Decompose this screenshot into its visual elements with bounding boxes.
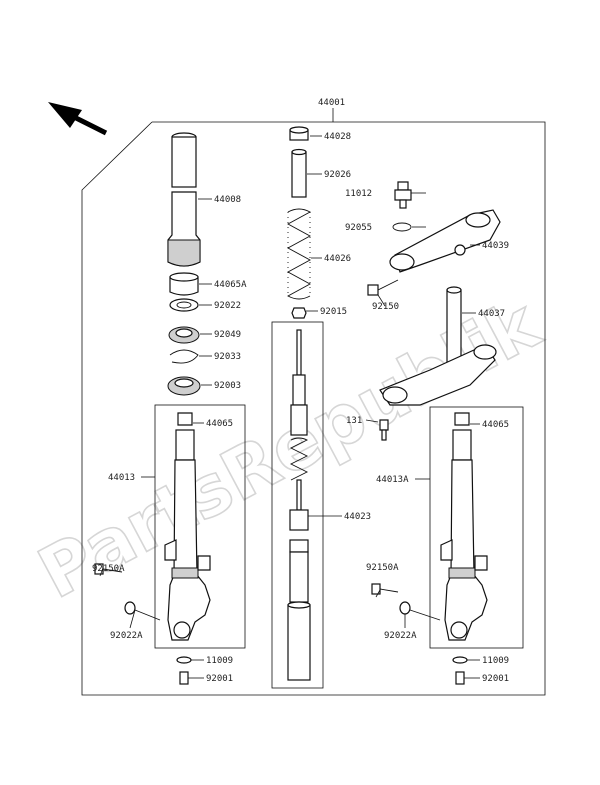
part-92022-washer bbox=[169, 298, 199, 312]
label-131: 131 bbox=[346, 416, 362, 426]
label-92150: 92150 bbox=[372, 302, 399, 312]
part-11012-bleed-screw bbox=[394, 181, 412, 209]
part-92055-o-ring bbox=[392, 222, 412, 232]
part-92026-spacer bbox=[291, 148, 307, 198]
part-92001-bolt-left bbox=[179, 671, 189, 685]
part-44008-outer-tube bbox=[167, 132, 201, 267]
leader-lines bbox=[99, 135, 480, 679]
label-92150A-left: 92150A bbox=[92, 564, 125, 574]
part-92033-circlip bbox=[169, 349, 199, 364]
label-92049: 92049 bbox=[214, 330, 241, 340]
label-92001-left: 92001 bbox=[206, 674, 233, 684]
label-11012: 11012 bbox=[345, 189, 372, 199]
part-44013-lower-fork-leg bbox=[164, 412, 211, 641]
part-92049-oil-seal bbox=[168, 326, 200, 344]
right-fork-box bbox=[429, 406, 524, 649]
assembly-outline: 44001 bbox=[81, 98, 546, 696]
label-44023: 44023 bbox=[344, 512, 371, 522]
label-92150A-right: 92150A bbox=[366, 563, 399, 573]
label-92033: 92033 bbox=[214, 352, 241, 362]
label-92003: 92003 bbox=[214, 381, 241, 391]
left-fork-box bbox=[154, 404, 246, 649]
label-44013: 44013 bbox=[108, 473, 135, 483]
inner-fork-box bbox=[271, 321, 324, 689]
part-44037-stem bbox=[379, 286, 497, 406]
label-92015: 92015 bbox=[320, 307, 347, 317]
label-11009-left: 11009 bbox=[206, 656, 233, 666]
label-92022: 92022 bbox=[214, 301, 241, 311]
part-44039-upper-bracket bbox=[389, 209, 501, 273]
part-92150A-bolt-right bbox=[371, 583, 399, 595]
part-92150-bolt bbox=[367, 279, 399, 296]
label-92026: 92026 bbox=[324, 170, 351, 180]
part-92001-bolt-right bbox=[455, 671, 465, 685]
label-92055: 92055 bbox=[345, 223, 372, 233]
label-44028: 44028 bbox=[324, 132, 351, 142]
label-44065A: 44065A bbox=[214, 280, 247, 290]
part-11009-gasket-right bbox=[452, 656, 468, 664]
label-92022A-left: 92022A bbox=[110, 631, 143, 641]
label-92022A-right: 92022A bbox=[384, 631, 417, 641]
part-44013A-lower-fork-leg bbox=[440, 412, 488, 641]
label-44065-left: 44065 bbox=[206, 419, 233, 429]
part-44026-spring bbox=[287, 208, 311, 300]
part-92022A-washer-right bbox=[399, 601, 411, 615]
part-92015-nut bbox=[291, 307, 307, 319]
label-11009-right: 11009 bbox=[482, 656, 509, 666]
part-92022A-washer-left bbox=[124, 601, 136, 615]
part-131-bolt bbox=[379, 419, 389, 441]
label-44065-right: 44065 bbox=[482, 420, 509, 430]
label-44013A: 44013A bbox=[376, 475, 409, 485]
label-92001-right: 92001 bbox=[482, 674, 509, 684]
part-44028-cap bbox=[289, 126, 309, 141]
part-92003-dust-seal bbox=[167, 376, 201, 396]
part-11009-gasket-left bbox=[176, 656, 192, 664]
direction-arrow-icon bbox=[48, 102, 108, 136]
label-44026: 44026 bbox=[324, 254, 351, 264]
label-44037: 44037 bbox=[478, 309, 505, 319]
label-44008: 44008 bbox=[214, 195, 241, 205]
part-44065A-bushing bbox=[169, 272, 199, 296]
part-44023-damper-rod bbox=[287, 329, 311, 681]
label-44039: 44039 bbox=[482, 241, 509, 251]
label-44001: 44001 bbox=[318, 98, 345, 108]
